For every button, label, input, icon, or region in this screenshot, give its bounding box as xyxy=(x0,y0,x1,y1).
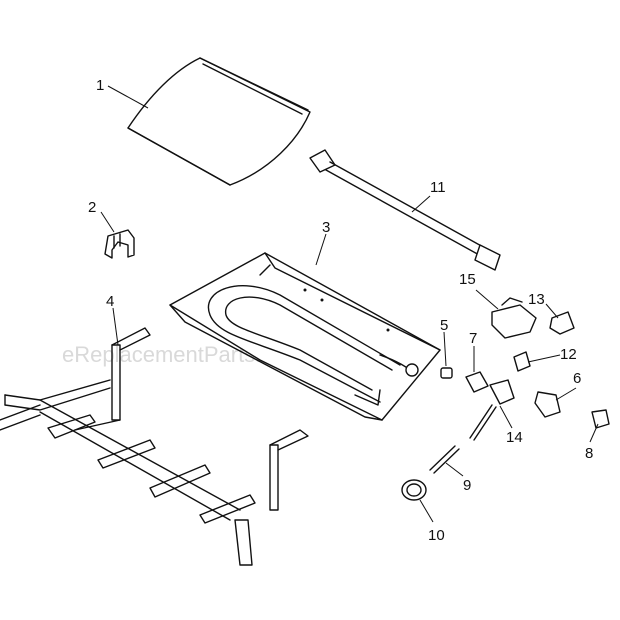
callout-6: 6 xyxy=(573,370,581,387)
part-4-grate[interactable] xyxy=(0,327,309,566)
callout-10: 10 xyxy=(428,527,445,544)
part-11-hose[interactable] xyxy=(309,149,501,271)
part-10-ring[interactable] xyxy=(401,479,427,501)
callout-numbers: 1 2 3 4 5 6 7 8 9 10 11 12 13 14 15 xyxy=(88,77,593,544)
callout-7: 7 xyxy=(469,330,477,347)
callout-1: 1 xyxy=(96,77,104,94)
callout-9: 9 xyxy=(463,477,471,494)
part-5-nut[interactable] xyxy=(440,367,453,379)
callout-2: 2 xyxy=(88,199,96,216)
callout-5: 5 xyxy=(440,317,448,334)
callout-4: 4 xyxy=(106,293,114,310)
part-15-valve[interactable] xyxy=(491,297,537,339)
callout-11: 11 xyxy=(430,179,446,196)
part-9-thermocouple[interactable] xyxy=(429,445,460,474)
part-1-pad[interactable] xyxy=(127,57,311,186)
leader-lines xyxy=(100,85,599,523)
part-8-fitting[interactable] xyxy=(591,409,610,429)
callout-14: 14 xyxy=(506,429,523,446)
part-6-fitting[interactable] xyxy=(534,391,561,418)
callout-12: 12 xyxy=(560,346,577,363)
part-13-elbow[interactable] xyxy=(549,311,575,335)
part-2-clip[interactable] xyxy=(104,229,135,259)
part-12-fitting[interactable] xyxy=(513,351,531,372)
callout-3: 3 xyxy=(322,219,330,236)
callout-13: 13 xyxy=(528,291,545,308)
part-14-pilot[interactable] xyxy=(469,379,515,441)
callout-8: 8 xyxy=(585,445,593,462)
part-3-burner-pan[interactable] xyxy=(169,252,441,421)
part-7-coupling[interactable] xyxy=(465,371,489,393)
callout-15: 15 xyxy=(459,271,476,288)
